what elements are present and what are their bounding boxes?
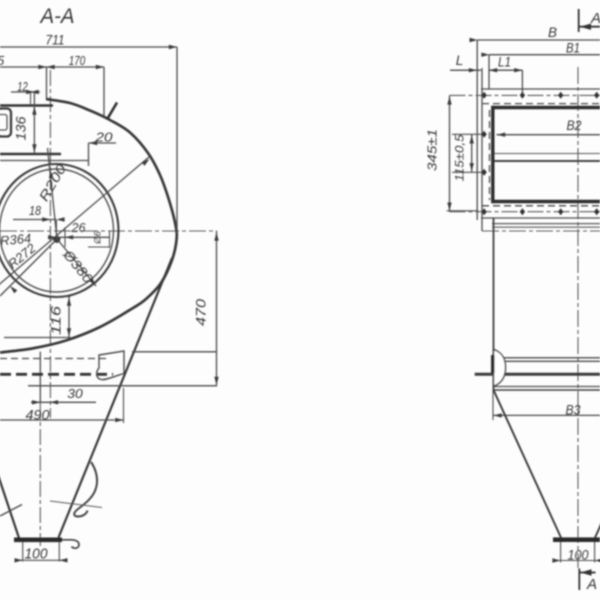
- svg-text:L1: L1: [498, 55, 511, 70]
- svg-text:B2: B2: [567, 118, 582, 133]
- svg-text:R364: R364: [0, 231, 32, 249]
- svg-text:136: 136: [14, 116, 29, 141]
- svg-text:30: 30: [67, 386, 83, 401]
- svg-text:490: 490: [26, 408, 51, 423]
- svg-text:18: 18: [29, 203, 42, 218]
- svg-text:R200: R200: [36, 161, 69, 204]
- svg-text:470: 470: [194, 298, 209, 326]
- svg-text:A-A: A-A: [39, 5, 75, 28]
- svg-text:12: 12: [17, 79, 28, 94]
- svg-text:A: A: [586, 576, 597, 593]
- svg-text:Ø6: Ø6: [93, 230, 104, 244]
- svg-text:L: L: [456, 53, 464, 68]
- svg-text:95: 95: [0, 53, 5, 68]
- svg-text:Ø380: Ø380: [59, 246, 96, 286]
- svg-text:20: 20: [94, 130, 113, 145]
- svg-text:115±0,5: 115±0,5: [453, 134, 467, 181]
- svg-text:B: B: [548, 25, 557, 40]
- svg-text:345±1: 345±1: [425, 129, 440, 171]
- svg-text:116: 116: [48, 306, 64, 335]
- svg-text:100: 100: [568, 547, 589, 563]
- svg-text:26: 26: [71, 220, 87, 235]
- svg-text:100: 100: [25, 546, 49, 563]
- svg-text:A: A: [590, 10, 600, 27]
- svg-text:711: 711: [46, 33, 65, 48]
- svg-text:B3: B3: [566, 403, 581, 418]
- svg-text:170: 170: [69, 53, 86, 68]
- svg-text:B1: B1: [566, 41, 580, 56]
